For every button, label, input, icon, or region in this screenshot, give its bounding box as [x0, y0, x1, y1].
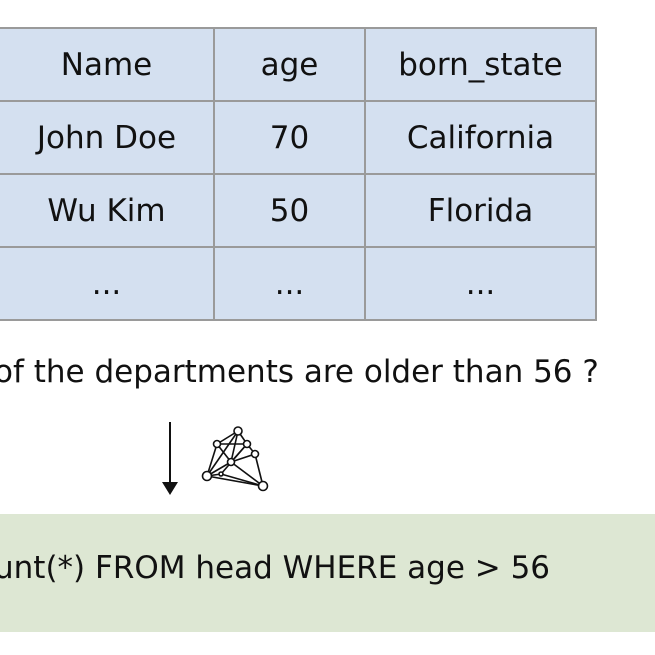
- table-cell: Wu Kim: [0, 173, 215, 248]
- table-cell: ...: [213, 246, 366, 321]
- head-table: Name age born_state John Doe 70 Californ…: [0, 27, 597, 321]
- neural-network-icon: [201, 426, 269, 492]
- table-cell: 70: [213, 100, 366, 175]
- column-header-age: age: [213, 27, 366, 102]
- table-row: Wu Kim 50 Florida: [0, 173, 597, 248]
- table-cell: John Doe: [0, 100, 215, 175]
- sql-output-box: [0, 514, 655, 632]
- column-header-name: Name: [0, 27, 215, 102]
- table-cell: 50: [213, 173, 366, 248]
- table-header-row: Name age born_state: [0, 27, 597, 102]
- sql-query-text: unt(*) FROM head WHERE age > 56: [0, 550, 551, 586]
- column-header-born-state: born_state: [364, 27, 597, 102]
- table-cell: California: [364, 100, 597, 175]
- question-text: of the departments are older than 56 ?: [0, 354, 599, 390]
- table-row: ... ... ...: [0, 246, 597, 321]
- arrow-down-icon: [162, 422, 178, 495]
- table-row: John Doe 70 California: [0, 100, 597, 175]
- table-cell: Florida: [364, 173, 597, 248]
- table-cell: ...: [0, 246, 215, 321]
- table-cell: ...: [364, 246, 597, 321]
